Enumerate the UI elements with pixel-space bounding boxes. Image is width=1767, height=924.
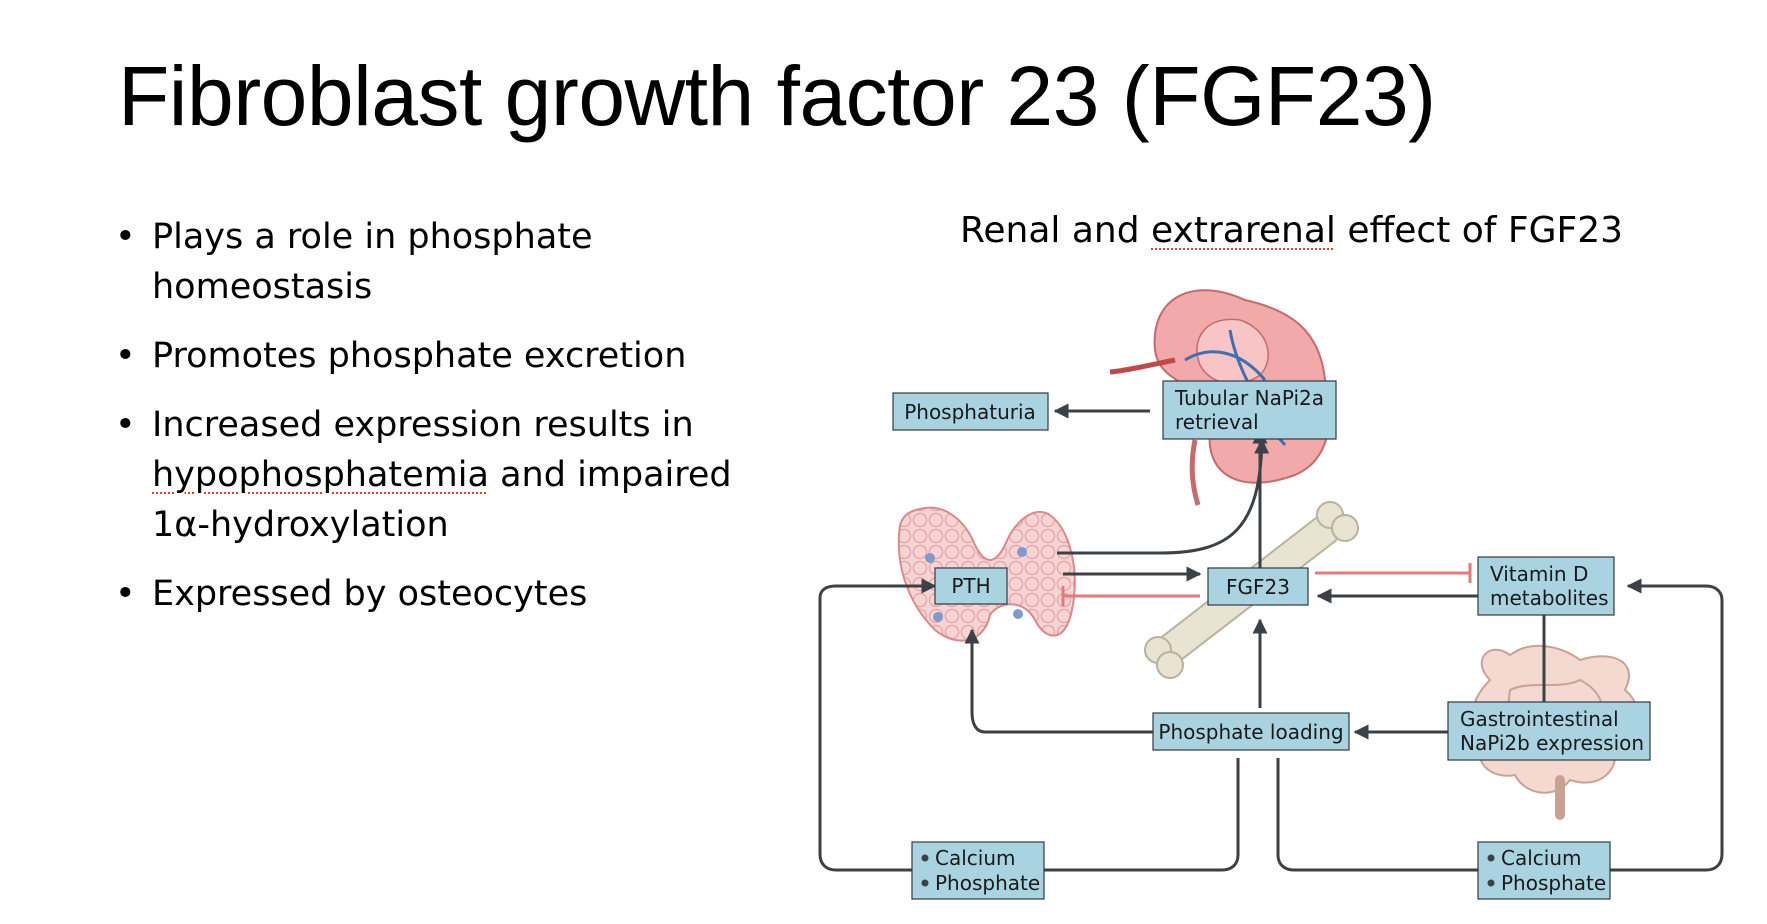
right-calcium-label: Calcium [1501, 846, 1582, 870]
fgf23-label: FGF23 [1226, 575, 1290, 599]
phosphaturia-label: Phosphaturia [904, 400, 1036, 424]
left-calcium-label: Calcium [935, 846, 1016, 870]
connector-arrows [818, 403, 1724, 872]
vitamin-d-label-line2: metabolites [1490, 586, 1609, 610]
pth-box: PTH [934, 567, 1008, 605]
bullet-item: Expressed by osteocytes [115, 569, 795, 619]
bullet-item: Increased expression results in hypophos… [115, 400, 795, 550]
subtitle-text: effect of FGF23 [1335, 210, 1624, 251]
phosphate-loading-box: Phosphate loading [1152, 712, 1350, 751]
tubular-label-line1: Tubular NaPi2a [1174, 386, 1324, 410]
bullet-text: Expressed by osteocytes [152, 574, 588, 614]
gi-napi2b-box: Gastrointestinal NaPi2b expression [1447, 701, 1651, 761]
left-calcium-phosphate-box: Calcium Phosphate [911, 841, 1045, 900]
bullet-term: hypophosphatemia [152, 455, 489, 495]
subtitle-text: Renal and [960, 210, 1152, 251]
bullet-text: Increased expression results in [152, 405, 694, 445]
bullet-item: Plays a role in phosphate homeostasis [115, 212, 795, 312]
slide-title: Fibroblast growth factor 23 (FGF23) [118, 49, 1436, 143]
bullet-text: and impaired 1α-hydroxylation [152, 455, 732, 545]
bullet-text: Promotes phosphate excretion [152, 336, 687, 376]
bullet-text: Plays a role in phosphate homeostasis [152, 217, 593, 307]
tubular-label-line2: retrieval [1175, 410, 1259, 434]
phosphaturia-box: Phosphaturia [892, 392, 1049, 431]
tubular-napi2a-box: Tubular NaPi2a retrieval [1162, 380, 1337, 440]
subtitle-term: extrarenal [1151, 210, 1336, 251]
fgf23-box: FGF23 [1207, 567, 1309, 606]
phosphate-loading-label: Phosphate loading [1158, 720, 1343, 744]
right-phosphate-label: Phosphate [1501, 871, 1606, 895]
bullet-item: Promotes phosphate excretion [115, 331, 795, 381]
pth-label: PTH [951, 574, 990, 598]
vitamin-d-box: Vitamin D metabolites [1477, 556, 1615, 616]
vitamin-d-label-line1: Vitamin D [1490, 562, 1588, 586]
gi-label-line2: NaPi2b expression [1460, 731, 1644, 755]
right-calcium-phosphate-box: Calcium Phosphate [1477, 841, 1611, 900]
bullet-list: Plays a role in phosphate homeostasis Pr… [115, 212, 795, 638]
inhibition-lines [1061, 563, 1472, 606]
left-phosphate-label: Phosphate [935, 871, 1040, 895]
gi-label-line1: Gastrointestinal [1460, 707, 1619, 731]
diagram-subtitle: Renal and extrarenal effect of FGF23 [960, 210, 1623, 251]
